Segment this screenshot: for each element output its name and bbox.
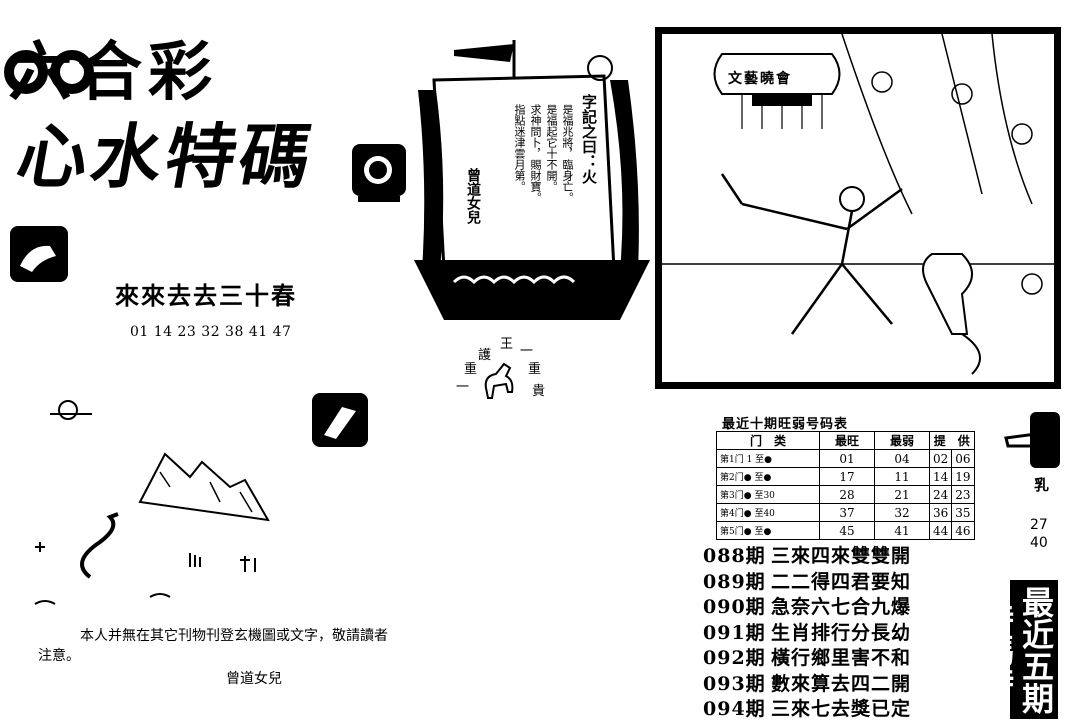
header-group: 门 类 xyxy=(716,431,820,450)
cell-group: 第1门 1 至● xyxy=(716,449,820,468)
period-poem: 三來七去獎已定 xyxy=(771,698,912,720)
number-list: 01 14 23 32 38 41 47 xyxy=(130,324,292,340)
landscape-illustration xyxy=(34,400,270,605)
cell-provide-1: 44 xyxy=(928,521,953,540)
table-row: 第2门● 至● 17 11 14 19 xyxy=(716,467,975,486)
period-number: 092期 xyxy=(703,647,766,669)
period-poem: 二二得四君要知 xyxy=(771,570,912,593)
title-ring-icon xyxy=(4,50,48,94)
period-number: 093期 xyxy=(703,672,766,695)
cell-cold: 11 xyxy=(874,467,930,486)
period-row: 091期生肖排行分長幼 xyxy=(703,621,911,647)
side-number-1: 27 xyxy=(1030,517,1048,533)
period-number: 089期 xyxy=(703,570,766,593)
signature: 曾道女兒 xyxy=(226,671,282,687)
sail-text: 字記之曰：火 是福兆將，臨身亡。 是福起它十不開。 求神問卜，賜財寶。 指點迷津… xyxy=(430,78,602,266)
poem-line: 來來去去三十春 xyxy=(115,281,297,310)
cell-cold: 41 xyxy=(874,521,930,540)
header-provide: 提 供 xyxy=(929,431,975,450)
horse-label-left-bottom: 一 xyxy=(456,380,470,395)
period-row: 090期急奈六七合九爆 xyxy=(703,595,911,621)
cell-hot: 37 xyxy=(819,503,875,522)
table-row: 第1门 1 至● 01 04 02 06 xyxy=(716,449,975,468)
lantern-text: 文藝曉會 xyxy=(728,71,792,87)
horse-icon xyxy=(484,362,514,399)
period-number: 088期 xyxy=(703,545,766,567)
period-poem: 三來四來雙雙開 xyxy=(771,545,912,567)
table-row: 第5门● 至● 45 41 44 46 xyxy=(716,521,975,540)
cell-cold: 32 xyxy=(874,503,930,522)
hand-icon xyxy=(312,393,368,447)
cell-group: 第2门● 至● xyxy=(716,467,820,486)
side-numbers: 27 40 xyxy=(1030,492,1048,552)
cell-group: 第5门● 至● xyxy=(716,521,820,540)
header-hot: 最旺 xyxy=(819,431,875,450)
table-title: 最近十期旺弱号码表 xyxy=(722,417,849,432)
title-line2: 心水特碼 xyxy=(10,116,322,198)
cell-group: 第3门● 至30 xyxy=(716,485,820,504)
horse-label-right-bottom: 貴 xyxy=(532,384,546,399)
period-row: 092期橫行鄉里害不和 xyxy=(703,646,911,672)
table-header-row: 门 类 最旺 最弱 提 供 xyxy=(716,431,975,450)
cell-provide-2: 19 xyxy=(951,467,975,486)
sail-author: 曾道女兒 xyxy=(465,168,481,224)
table-row: 第3门● 至30 28 21 24 23 xyxy=(716,485,975,504)
sail-line-1: 是福兆將，臨身亡。 xyxy=(561,104,574,203)
sail-line-3: 求神問卜，賜財寶。 xyxy=(529,104,542,203)
horse-label-right-mid: 重 xyxy=(528,362,542,377)
sail-heading: 字記之曰：火 xyxy=(580,94,598,184)
horse-label-center-top: 護 xyxy=(478,348,492,363)
notice-text: 本人并無在其它刊物刊登玄機圖或文字，敬請讀者注意。 xyxy=(38,628,388,664)
period-poem: 急奈六七合九爆 xyxy=(771,596,912,618)
scene-frame: 文藝曉會 xyxy=(655,27,1061,389)
cell-hot: 28 xyxy=(819,485,875,504)
horse-label-right-top: 一 xyxy=(520,344,534,359)
pointing-hand-icon xyxy=(1004,412,1060,468)
cell-cold: 04 xyxy=(874,449,930,468)
cell-group: 第4门● 至40 xyxy=(716,503,820,522)
vertical-title: 最近五期特碼詩 xyxy=(977,580,1058,719)
sail-line-4: 指點迷津雲月第。 xyxy=(513,104,526,192)
cell-provide-1: 36 xyxy=(928,503,953,522)
side-number-2: 40 xyxy=(1030,535,1048,551)
period-row: 088期三來四來雙雙開 xyxy=(703,544,911,570)
period-row: 089期二二得四君要知 xyxy=(703,570,911,596)
sail-line-2: 是福起它十不開。 xyxy=(545,104,558,192)
scene-illustration xyxy=(662,34,1054,375)
cell-provide-2: 23 xyxy=(951,485,975,504)
fist-icon xyxy=(10,226,68,282)
cell-provide-1: 14 xyxy=(928,467,953,486)
cell-hot: 45 xyxy=(819,521,875,540)
header-cold: 最弱 xyxy=(874,431,930,450)
period-number: 090期 xyxy=(703,596,766,618)
horse-label-left-top: 重 xyxy=(464,362,478,377)
period-list: 088期三來四來雙雙開 089期二二得四君要知 090期急奈六七合九爆 091期… xyxy=(703,544,911,723)
period-poem: 數來算去四二開 xyxy=(771,672,912,695)
cell-provide-2: 46 xyxy=(951,521,975,540)
horse-label-top: 王 xyxy=(500,337,514,352)
cell-provide-2: 35 xyxy=(951,503,975,522)
cell-hot: 17 xyxy=(819,467,875,486)
period-row: 094期三來七去獎已定 xyxy=(703,697,911,723)
side-title: 乳 xyxy=(1034,476,1050,494)
cell-provide-1: 02 xyxy=(928,449,953,468)
period-poem: 生肖排行分長幼 xyxy=(771,621,912,644)
cell-hot: 01 xyxy=(819,449,875,468)
period-row: 093期數來算去四二開 xyxy=(703,672,911,698)
period-number: 094期 xyxy=(703,698,766,720)
cell-provide-2: 06 xyxy=(951,449,975,468)
cell-cold: 21 xyxy=(874,485,930,504)
boat-illustration xyxy=(414,40,650,320)
cell-provide-1: 24 xyxy=(928,485,953,504)
table-row: 第4门● 至40 37 32 36 35 xyxy=(716,503,975,522)
period-poem: 橫行鄉里害不和 xyxy=(771,647,912,669)
hot-cold-table: 门 类 最旺 最弱 提 供 第1门 1 至● 01 04 02 06 第2门● … xyxy=(716,431,975,540)
title-ring-icon xyxy=(50,50,94,94)
bag-icon xyxy=(352,144,406,202)
period-number: 091期 xyxy=(703,621,766,644)
